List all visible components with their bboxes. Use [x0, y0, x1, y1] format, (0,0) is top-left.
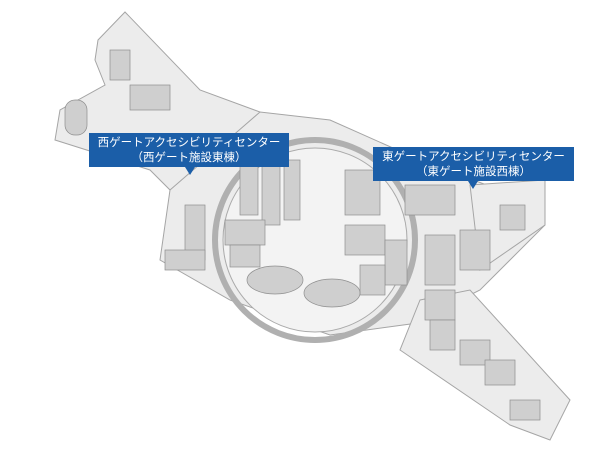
- pointer-icon: [185, 167, 195, 175]
- east-gate-accessibility-center-label[interactable]: 東ゲートアクセシビリティセンター （東ゲート施設西棟）: [373, 147, 574, 189]
- label-line1: 東ゲートアクセシビリティセンター: [382, 149, 565, 163]
- label-line1: 西ゲートアクセシビリティセンター: [97, 135, 281, 149]
- pointer-icon: [468, 181, 478, 189]
- west-gate-accessibility-center-label[interactable]: 西ゲートアクセシビリティセンター （西ゲート施設東棟）: [89, 133, 289, 175]
- label-line2: （東ゲート施設西棟）: [416, 164, 531, 178]
- label-line2: （西ゲート施設東棟）: [131, 150, 247, 164]
- ring-road: [212, 137, 418, 343]
- buildings: [64, 49, 541, 421]
